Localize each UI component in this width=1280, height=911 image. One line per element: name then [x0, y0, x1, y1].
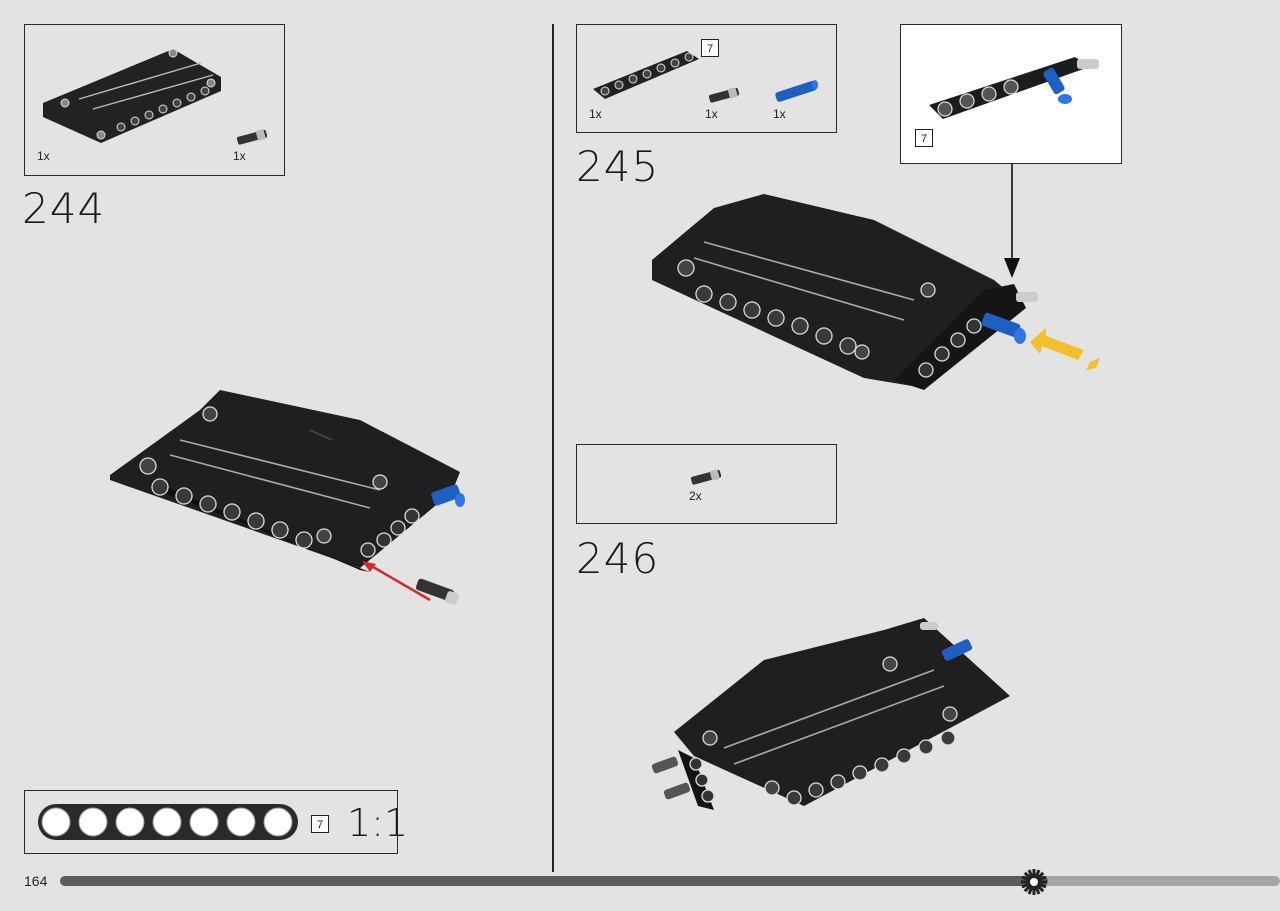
step-number: 246 — [576, 534, 660, 583]
part-qty: 1x — [773, 107, 786, 121]
step-244-assembly — [110, 390, 465, 605]
progress-gear-icon — [1021, 869, 1047, 895]
page-divider — [552, 24, 554, 872]
scale-ruler-box: 7 1:1 — [24, 790, 408, 854]
beam-scale-image — [38, 804, 298, 840]
progress-fill — [60, 876, 1049, 886]
part-qty: 1x — [705, 107, 718, 121]
pin-part-image — [690, 469, 722, 485]
length-badge: 7 — [915, 129, 933, 147]
blue-pin-part-image — [775, 80, 818, 102]
beam-with-pin-image — [929, 57, 1099, 119]
step-246-assembly — [651, 618, 1010, 810]
length-badge: 7 — [701, 39, 719, 57]
subassembly-callout: 7 — [900, 24, 1122, 164]
step-245-assembly — [652, 194, 1100, 390]
part-qty: 1x — [233, 149, 246, 163]
parts-callout-244: 1x 1x — [24, 24, 285, 176]
parts-callout-245: 7 1x 1x 1x — [576, 24, 837, 133]
page-number: 164 — [24, 873, 48, 889]
beam-part-image — [593, 51, 699, 99]
part-qty: 1x — [37, 149, 50, 163]
parts-callout-246: 2x — [576, 444, 837, 524]
part-qty: 1x — [589, 107, 602, 121]
step-number: 245 — [576, 142, 660, 191]
pin-part-image — [708, 87, 740, 103]
step-number: 244 — [22, 184, 106, 233]
part-qty: 2x — [689, 489, 702, 503]
scale-label: 1:1 — [347, 801, 409, 845]
callout-arrow — [1004, 164, 1020, 278]
length-badge: 7 — [311, 815, 329, 833]
panel-part-image — [43, 48, 221, 143]
pin-part-image — [236, 129, 268, 145]
progress-bar — [60, 876, 1280, 886]
